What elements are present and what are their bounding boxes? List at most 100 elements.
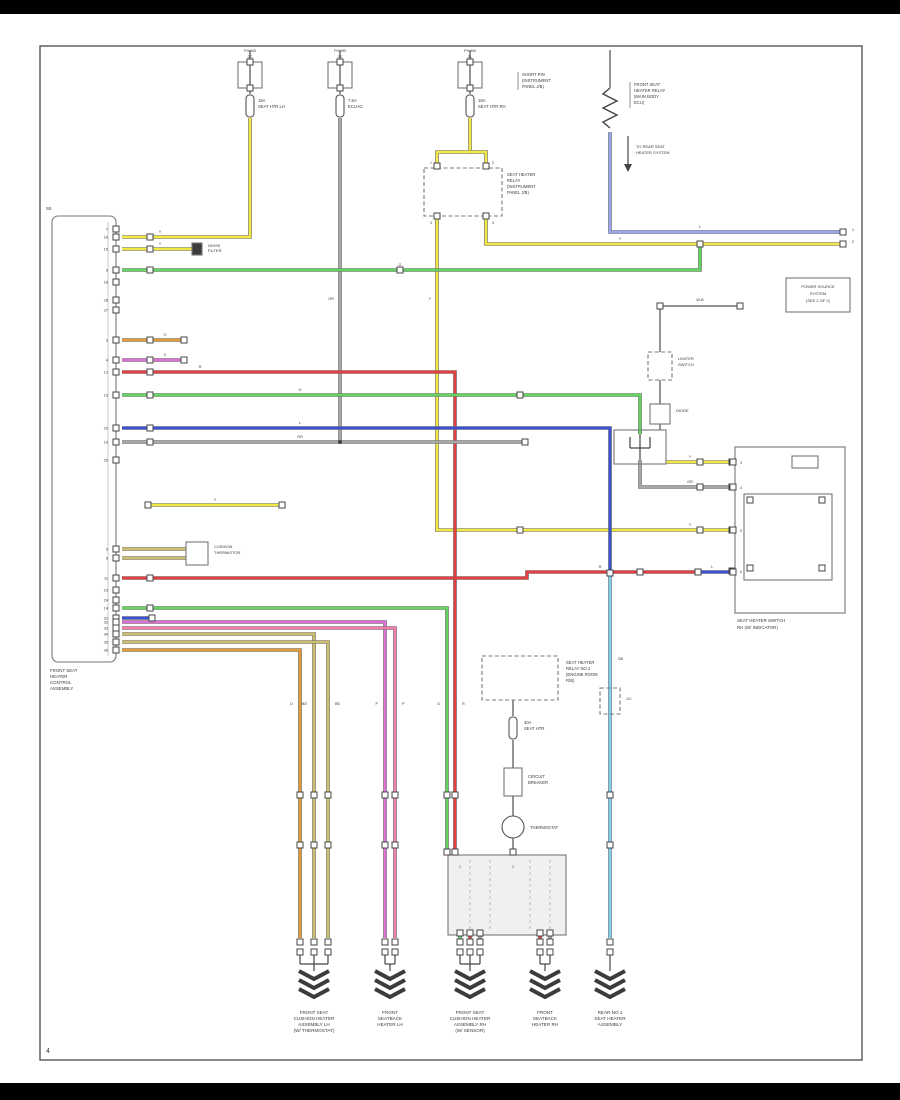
connector-pin	[509, 848, 517, 856]
inline-connector-pin	[466, 938, 474, 946]
label: GR	[297, 435, 303, 439]
breaker-box	[503, 767, 523, 797]
heater-element-symbol	[529, 987, 561, 1000]
connector-pin	[606, 791, 614, 799]
connector-pin	[146, 356, 154, 364]
connector-pin	[146, 424, 154, 432]
heater-element-symbol	[374, 978, 406, 991]
label: 15A	[258, 98, 266, 103]
label: ECU)	[634, 100, 645, 105]
connector-pin	[451, 791, 459, 799]
wire-be-c1b	[122, 640, 330, 938]
connector-pin	[729, 458, 737, 466]
label: Y	[689, 523, 692, 527]
label: 5	[492, 221, 494, 225]
label: (SEE 2 OF 2)	[806, 298, 831, 303]
label: P/I J/B	[334, 48, 346, 53]
label: 7	[106, 228, 108, 232]
connector-pin	[144, 501, 152, 509]
label: G	[437, 702, 440, 706]
ecu-pin	[112, 278, 120, 286]
connector-pin	[324, 791, 332, 799]
label: ECU-IG	[348, 104, 363, 109]
label: 2	[492, 161, 494, 165]
top-letterbox-bar	[0, 0, 900, 14]
label: 30A	[524, 720, 532, 725]
fuse-symbol	[465, 94, 475, 118]
ecu-pin	[112, 266, 120, 274]
label: DIODE	[676, 408, 689, 413]
label: FILTER	[208, 248, 222, 253]
fuse-symbol	[508, 716, 518, 740]
diode-symbol	[629, 434, 651, 460]
inline-connector-pin	[324, 948, 332, 956]
fuse-symbol	[335, 94, 345, 118]
label: (INSTRUMENT	[522, 78, 551, 83]
wire-g-ig	[122, 246, 702, 272]
connector-pin	[336, 58, 344, 66]
connector-pin	[729, 483, 737, 491]
label: 2C	[247, 54, 252, 59]
label: 7.5A	[348, 98, 357, 103]
label: NOISE	[208, 243, 221, 248]
label: G	[299, 388, 302, 392]
label: R	[599, 565, 602, 569]
ecu-pin	[112, 630, 120, 638]
junction-box	[447, 854, 567, 936]
relay-box-2	[481, 655, 559, 701]
connector-pin	[310, 791, 318, 799]
connector-pin	[246, 84, 254, 92]
inline-connector-pin	[324, 938, 332, 946]
connector-pin	[146, 233, 154, 241]
label: R	[199, 365, 202, 369]
connector-pin	[466, 84, 474, 92]
label: CUSHION	[214, 544, 233, 549]
label: 3	[430, 221, 432, 225]
label: HEATER	[50, 674, 67, 679]
heater-element-symbol	[374, 969, 406, 982]
ecu-pin	[112, 306, 120, 314]
label: 28	[104, 299, 108, 303]
label: W-B	[696, 298, 704, 302]
label: P	[375, 702, 378, 706]
label: Y	[214, 498, 217, 502]
heater-element-symbol	[454, 969, 486, 982]
ecu-pin	[112, 646, 120, 654]
label: HEATER SYSTEM	[636, 150, 670, 155]
connector-pin	[636, 568, 644, 576]
heater-element-symbol	[454, 978, 486, 991]
label: Y	[159, 230, 162, 234]
thermistor-box	[185, 541, 209, 566]
wire-y-htr-rh	[435, 118, 472, 168]
connector-pin	[696, 483, 704, 491]
label: 15	[104, 248, 108, 252]
inline-connector-pin	[476, 938, 484, 946]
label: RH (W/ INDICATOR)	[737, 625, 778, 630]
connector-pin	[606, 569, 614, 577]
label: 4	[740, 486, 742, 490]
ecu-pin	[112, 624, 120, 632]
connector-pin	[694, 568, 702, 576]
ecu-pin	[112, 391, 120, 399]
label: 5	[106, 548, 108, 552]
label: Y	[689, 455, 692, 459]
label: SEAT HEATER	[507, 172, 535, 177]
diagram-border	[39, 45, 863, 1061]
connector-pin	[443, 791, 451, 799]
label: (ENGINE ROOM	[566, 672, 598, 677]
inline-connector-pin	[476, 948, 484, 956]
ecu-pin	[112, 424, 120, 432]
inline-connector-pin	[546, 948, 554, 956]
label: TO REAR SEAT	[636, 144, 666, 149]
label: J/C	[626, 697, 632, 701]
label: SEAT HEATER	[566, 660, 594, 665]
ecu-pin	[112, 438, 120, 446]
label: 2L	[468, 54, 473, 59]
inline-connector-pin	[310, 938, 318, 946]
label: 35	[104, 641, 108, 645]
label: LIMITER	[678, 356, 694, 361]
ecu-pin	[112, 545, 120, 553]
page-number: 4	[46, 1048, 50, 1055]
inline-connector-pin	[296, 938, 304, 946]
